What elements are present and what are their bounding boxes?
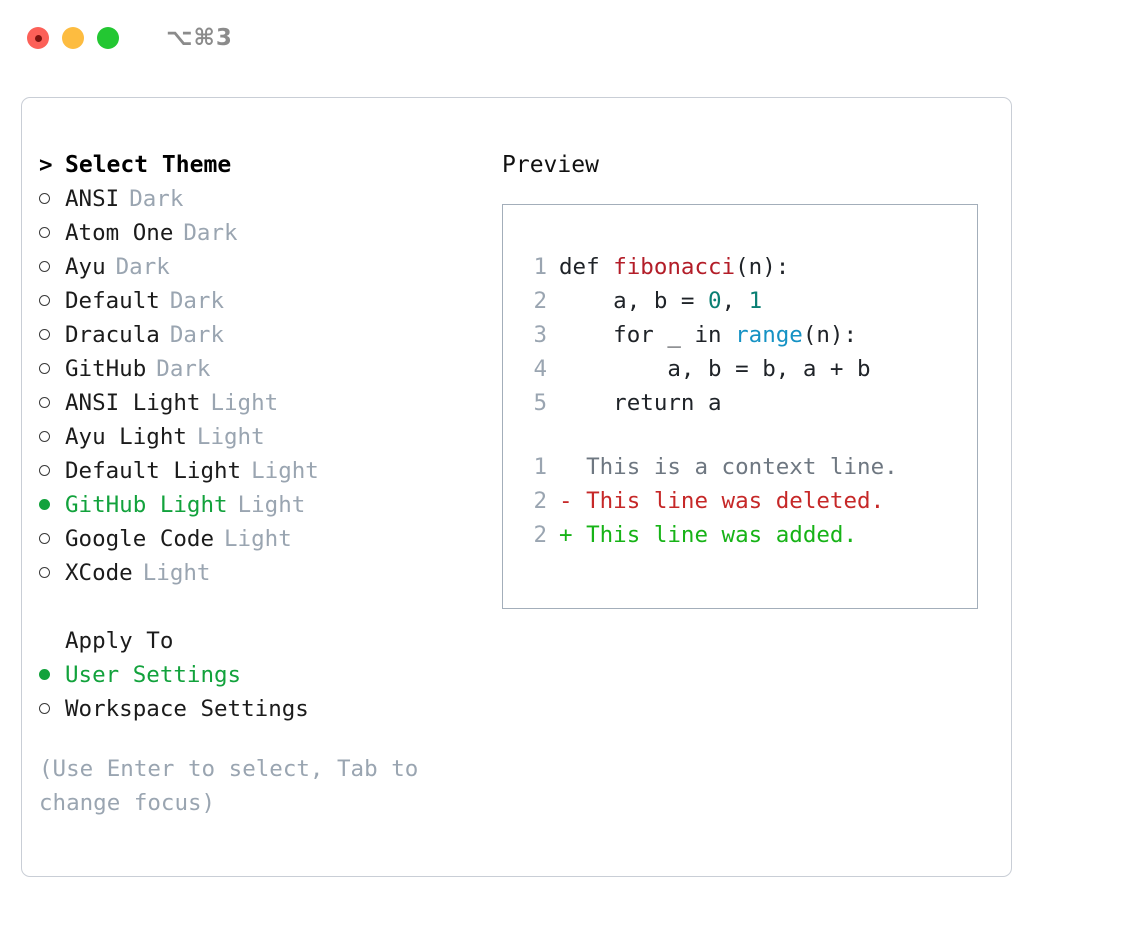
diff-text: This is a context line. [586,454,898,480]
theme-variant-tag: Dark [169,322,225,348]
code-token: 1 [748,288,763,314]
apply-to-label: Apply To [65,628,174,654]
diff-marker [559,454,586,480]
theme-name: Atom One [65,220,174,246]
theme-variant-tag: Light [142,560,211,586]
theme-variant-tag: Light [237,492,306,518]
theme-variant-tag: Light [251,458,319,484]
code-line: 4 a, b = b, a + b [521,352,977,386]
code-line: 1 def fibonacci(n): [521,250,977,284]
theme-list-item[interactable]: GitHub Dark [39,352,499,386]
apply-to-option[interactable]: Workspace Settings [39,692,499,726]
theme-list-item[interactable]: GitHub Light Light [39,488,499,522]
theme-variant-tag: Dark [183,220,238,246]
theme-list-item[interactable]: Ayu Dark [39,250,499,284]
preview-title: Preview [502,152,599,178]
keyboard-hint-text: (Use Enter to select, Tab to change focu… [39,756,419,816]
code-token: , [721,288,749,314]
line-number: 3 [533,322,547,348]
line-number: 2 [533,488,547,514]
apply-to-option-label: User Settings [65,662,242,688]
theme-variant-tag: Light [224,526,292,552]
theme-variant-tag: Dark [129,186,184,212]
minimize-window-icon[interactable] [62,27,84,49]
theme-list-item[interactable]: ANSI Dark [39,182,499,216]
theme-variant-tag: Dark [115,254,170,280]
code-token: 0 [708,288,722,314]
theme-name: ANSI Light [65,390,201,416]
theme-variant-tag: Dark [169,288,225,314]
theme-list-item[interactable]: Default Dark [39,284,499,318]
theme-name: Ayu Light [65,424,187,450]
traffic-light-group [27,27,119,49]
theme-list-item[interactable]: XCode Light [39,556,499,590]
apply-to-option-label: Workspace Settings [65,696,309,722]
list-spacer [39,590,499,624]
code-line: 5 return a [521,386,977,420]
page-title: Select Theme [65,152,232,178]
diff-marker: + [559,522,587,548]
close-window-icon[interactable] [27,27,49,49]
theme-name: Default [65,288,160,314]
code-token: (n): [802,322,858,348]
theme-list-item[interactable]: Dracula Dark [39,318,499,352]
code-token: fibonacci [613,254,736,280]
theme-variant-tag: Light [196,424,265,450]
theme-variant-tag: Light [210,390,279,416]
theme-list-item[interactable]: Google Code Light [39,522,499,556]
code-token: def [559,254,614,280]
code-token: a, b = b, a + b [559,356,871,382]
theme-list-item[interactable]: Atom One Dark [39,216,499,250]
line-number: 4 [533,356,547,382]
code-token: return a [559,390,722,416]
diff-marker: - [559,488,587,514]
line-number: 1 [533,254,547,280]
theme-name: GitHub [65,356,147,382]
caret-icon: > [39,152,53,178]
diff-text: This line was added. [586,522,858,548]
theme-name: Dracula [65,322,160,348]
code-token: for _ in [559,322,736,348]
theme-variant-tag: Dark [156,356,211,382]
theme-list-item[interactable]: ANSI Light Light [39,386,499,420]
theme-list-item[interactable]: Default Light Light [39,454,499,488]
title-bar: ⌥⌘3 [0,0,1140,76]
maximize-window-icon[interactable] [97,27,119,49]
diff-line: 1 This is a context line. [521,450,977,484]
line-number: 1 [533,454,547,480]
line-number: 2 [533,522,547,548]
code-line: 3 for _ in range(n): [521,318,977,352]
diff-sample: 1 This is a context line.2- This line wa… [521,450,977,552]
code-token: range [735,322,803,348]
diff-line: 2- This line was deleted. [521,484,977,518]
code-line: 2 a, b = 0, 1 [521,284,977,318]
theme-name: Google Code [65,526,215,552]
select-theme-heading: > Select Theme [39,148,499,182]
apply-to-heading: Apply To [39,624,499,658]
diff-text: This line was deleted. [586,488,885,514]
theme-name: XCode [65,560,133,586]
code-token: (n): [735,254,790,280]
code-diff-separator [521,420,977,450]
keyboard-shortcut-label: ⌥⌘3 [166,25,233,51]
line-number: 5 [533,390,547,416]
code-token: a, b = [559,288,709,314]
line-number: 2 [533,288,547,314]
theme-name: ANSI [65,186,120,212]
theme-name: Default Light [65,458,242,484]
theme-list-item[interactable]: Ayu Light Light [39,420,499,454]
apply-to-option[interactable]: User Settings [39,658,499,692]
theme-name: GitHub Light [65,492,228,518]
diff-line: 2 + This line was added. [521,518,977,552]
theme-name: Ayu [65,254,106,280]
